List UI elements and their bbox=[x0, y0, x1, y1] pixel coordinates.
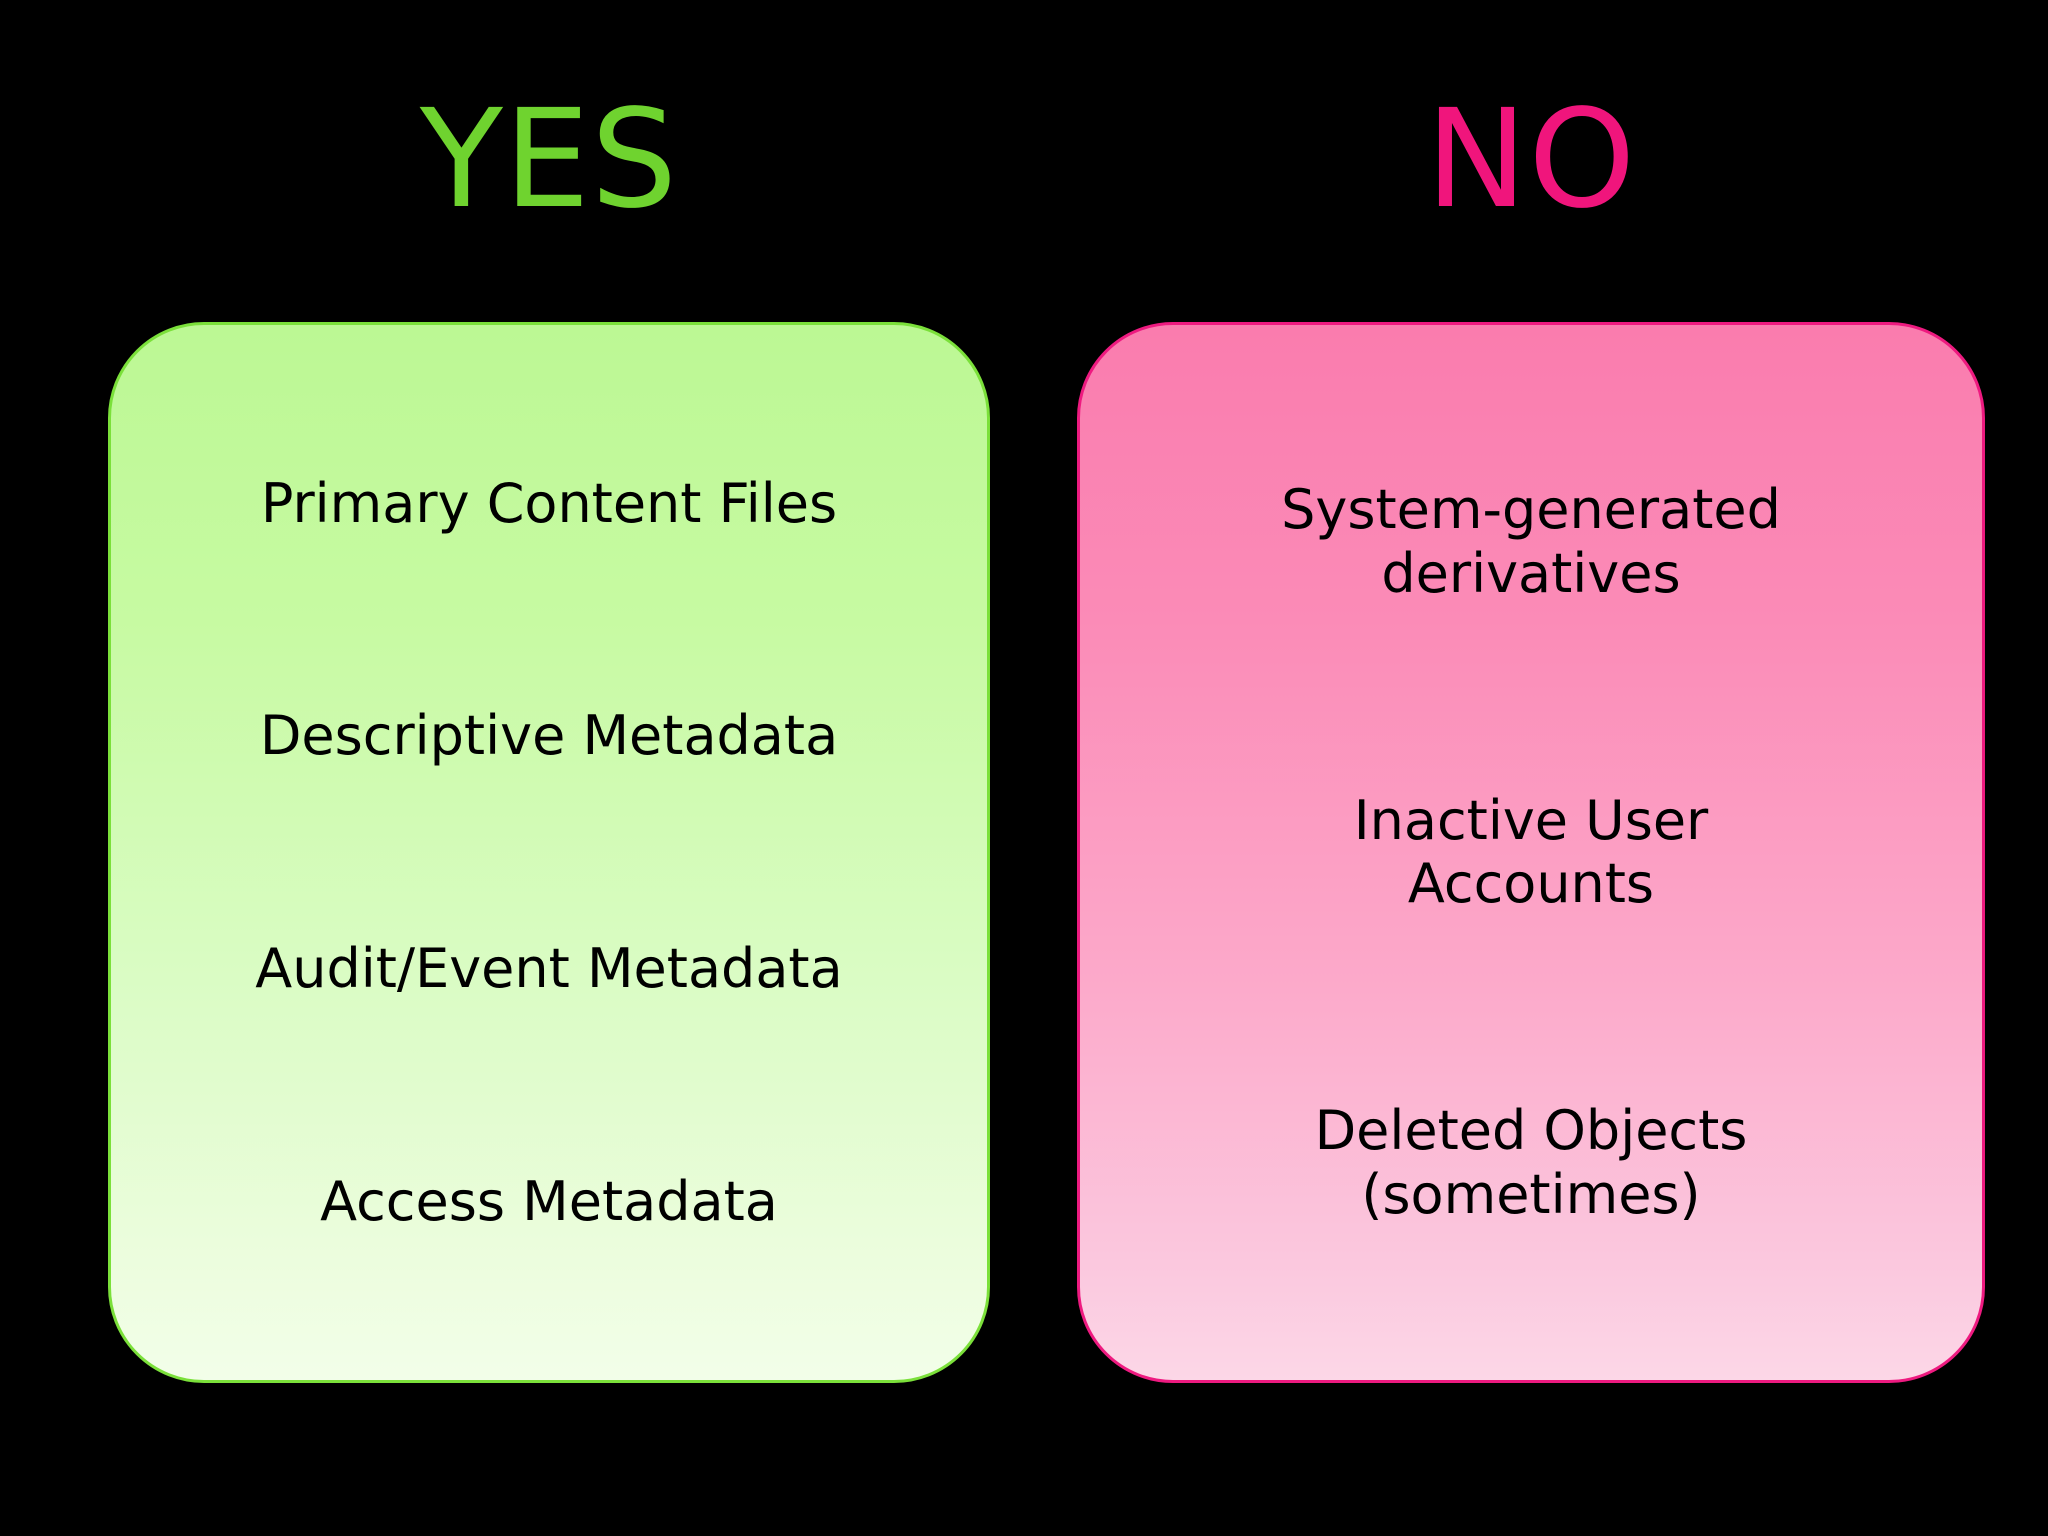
card-no-item-2: Inactive User Accounts bbox=[1353, 788, 1709, 916]
card-no: System-generated derivatives Inactive Us… bbox=[1077, 322, 1985, 1383]
card-no-item-1: System-generated derivatives bbox=[1281, 478, 1781, 606]
column-heading-yes: YES bbox=[419, 81, 679, 239]
card-yes-item-2: Descriptive Metadata bbox=[259, 704, 839, 768]
column-heading-no: NO bbox=[1425, 81, 1637, 239]
card-yes: Primary Content Files Descriptive Metada… bbox=[108, 322, 990, 1383]
card-no-item-3: Deleted Objects (sometimes) bbox=[1314, 1099, 1748, 1226]
card-yes-item-4: Access Metadata bbox=[320, 1169, 778, 1233]
card-yes-item-3: Audit/Event Metadata bbox=[255, 937, 843, 1001]
card-yes-item-1: Primary Content Files bbox=[260, 471, 838, 535]
